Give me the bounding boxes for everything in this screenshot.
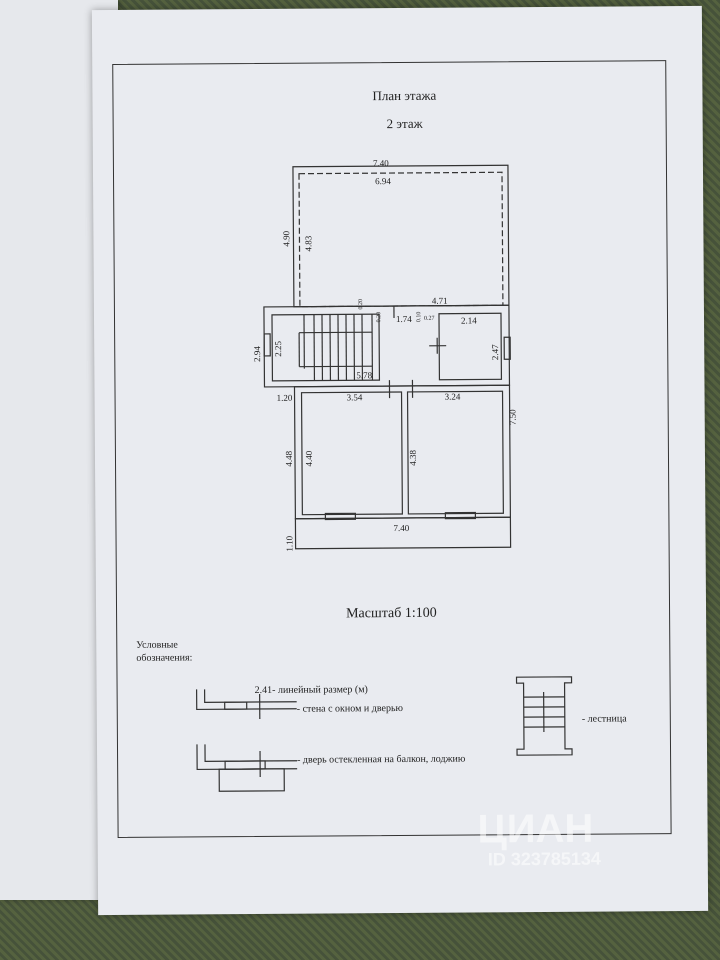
dim-room1-w: 3.54 bbox=[346, 392, 363, 403]
window bbox=[263, 333, 271, 357]
dim-top-inner: 6.94 bbox=[375, 176, 391, 187]
dim-room2-h: 4.38 bbox=[407, 450, 418, 466]
small-room bbox=[438, 312, 503, 381]
legend-title-2: обозначения: bbox=[136, 652, 193, 664]
dim-small-room-w: 2.14 bbox=[460, 315, 477, 326]
scale-label: Масштаб 1:100 bbox=[346, 605, 437, 622]
dim-bottom-w: 7.40 bbox=[393, 522, 410, 534]
dim-corridor: 1.74 bbox=[395, 313, 412, 325]
legend-linear: 2.41- линейный размер (м) bbox=[254, 684, 368, 697]
terrace-dashed bbox=[298, 171, 504, 308]
legend-wall-symbol bbox=[195, 689, 297, 719]
floor-plan bbox=[195, 164, 573, 792]
dim-top-outer: 7.40 bbox=[372, 158, 389, 169]
legend-balcony-door: - дверь остекленная на балкон, лоджию bbox=[297, 753, 466, 766]
window bbox=[503, 336, 511, 360]
legend-title: Условные bbox=[136, 639, 178, 651]
dim-small-d: 0.27 bbox=[423, 315, 435, 322]
stair-steps bbox=[298, 314, 374, 381]
dim-left-inner: 4.83 bbox=[303, 235, 314, 252]
dim-small-room-h: 2.47 bbox=[490, 344, 501, 361]
dim-balcony-h: 1.10 bbox=[284, 535, 295, 552]
legend-wall: - стена с окном и дверью bbox=[296, 702, 404, 715]
document-page: План этажа 2 этаж bbox=[91, 5, 709, 916]
room-1 bbox=[300, 391, 403, 516]
legend-stairs-symbol bbox=[515, 676, 573, 756]
legend-stairs: - лестница bbox=[581, 713, 627, 725]
dim-stair-inner: 2.25 bbox=[273, 340, 284, 357]
watermark-brand: ЦИАН bbox=[477, 806, 594, 852]
legend-balcony-symbol bbox=[196, 744, 298, 792]
dim-mid-right: 4.71 bbox=[431, 295, 448, 306]
watermark-id: ID 323785134 bbox=[487, 848, 601, 870]
balcony bbox=[294, 516, 512, 550]
room-2 bbox=[406, 390, 504, 515]
dim-small-a: 0.20 bbox=[358, 298, 365, 310]
stair-room bbox=[271, 313, 381, 382]
dim-room2-w: 3.24 bbox=[444, 391, 461, 402]
dim-small-c: 0.10 bbox=[416, 311, 423, 323]
window bbox=[324, 512, 357, 521]
dim-left-outer: 4.90 bbox=[281, 230, 292, 247]
terrace-outline bbox=[292, 164, 510, 308]
dim-right-total: 7.50 bbox=[507, 409, 518, 426]
dim-left-step: 1.20 bbox=[276, 392, 293, 403]
dim-corridor-len: 5.78 bbox=[356, 370, 373, 381]
dim-room1-outer-h: 4.48 bbox=[283, 450, 294, 467]
window bbox=[444, 511, 477, 520]
dim-stair-outer: 2.94 bbox=[252, 346, 263, 362]
dim-room1-h: 4.40 bbox=[303, 450, 314, 467]
dim-small-b: 0.20 bbox=[376, 311, 383, 323]
